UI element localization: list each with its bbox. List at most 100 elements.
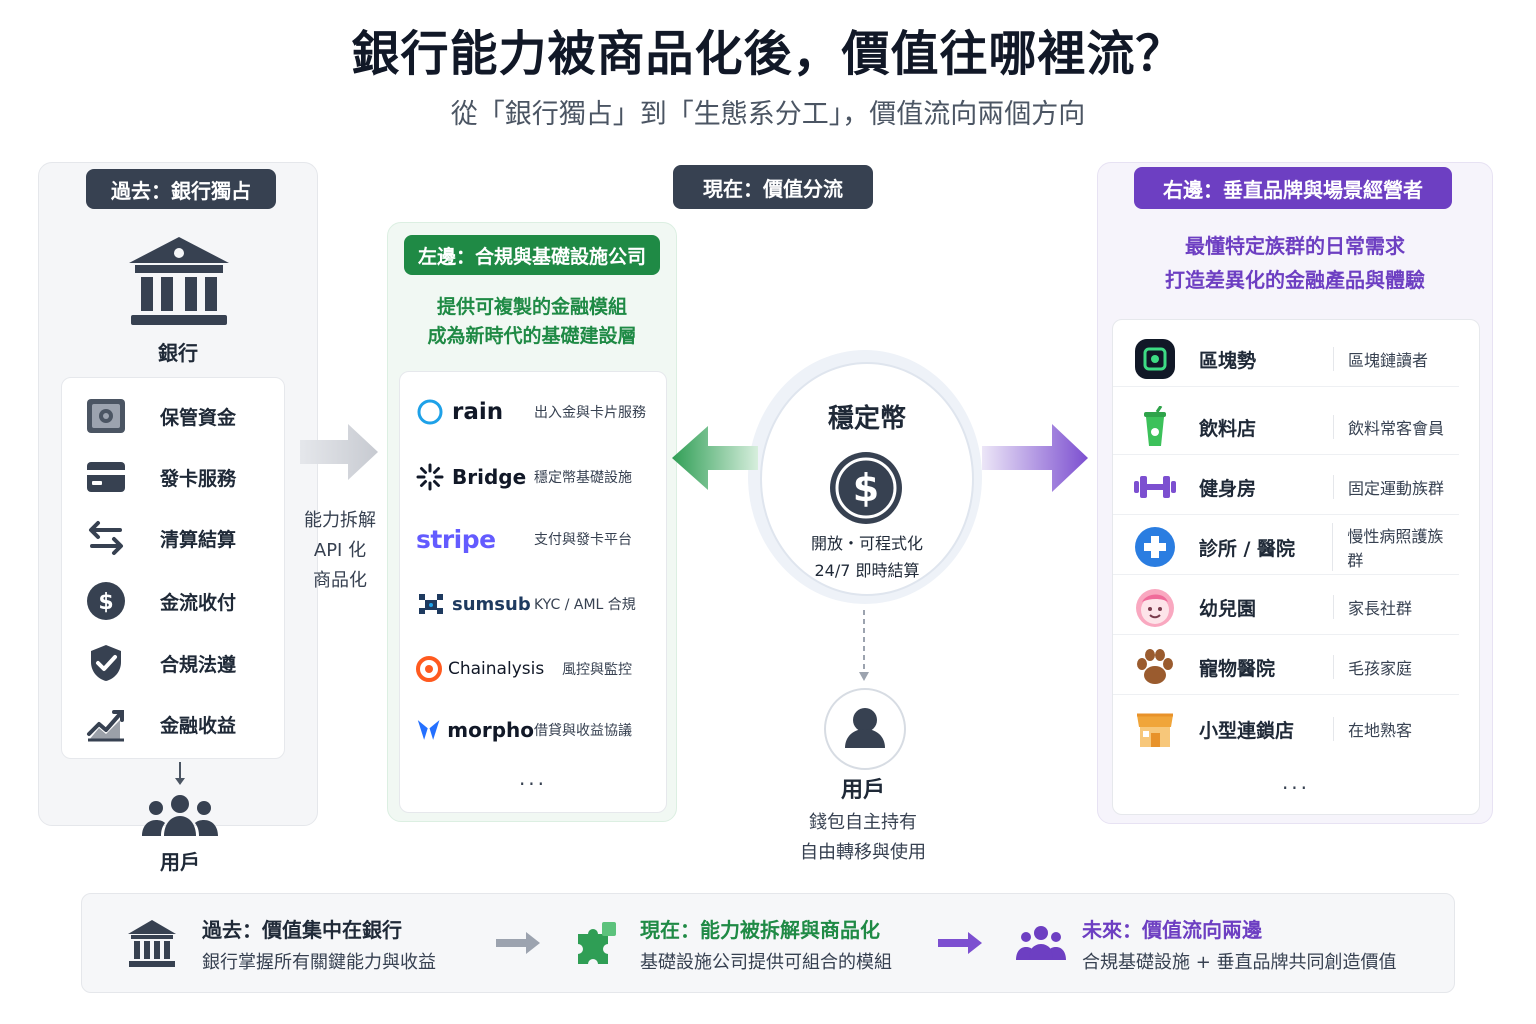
bank-capability-card: 保管資金 發卡服務 清算結算 $ 金流收付 合規法遵 xyxy=(61,377,285,759)
segment-audience: 慢性病照護族群 xyxy=(1332,523,1459,571)
card-icon xyxy=(84,457,128,497)
provider-name: sumsub xyxy=(452,593,531,615)
wallet-line: 錢包自主持有 xyxy=(809,812,917,833)
user-icon xyxy=(845,708,885,748)
provider-row: stripe 支付與發卡平台 xyxy=(400,519,666,559)
past-summary-sub: 銀行掌握所有關鍵能力與收益 xyxy=(202,952,436,973)
infra-desc-line: 提供可複製的金融模組 xyxy=(436,296,627,318)
green-left-arrow-icon xyxy=(672,426,758,490)
provider-desc: 借貸與收益協議 xyxy=(534,723,632,739)
users-group-icon xyxy=(140,794,220,838)
feature-line: 24/7 即時結算 xyxy=(814,561,920,580)
segment-name: 區塊勢 xyxy=(1199,349,1257,372)
provider-name: morpho xyxy=(447,718,534,742)
segment-name: 幼兒園 xyxy=(1199,597,1257,620)
segment-name: 小型連鎖店 xyxy=(1199,719,1295,742)
transition-line: 能力拆解 xyxy=(304,510,376,531)
provider-desc: 支付與發卡平台 xyxy=(534,532,632,548)
svg-text:$: $ xyxy=(853,466,879,510)
segment-row: 寵物醫院 毛孩家庭 xyxy=(1113,640,1459,695)
gray-right-arrow-icon xyxy=(300,424,380,480)
provider-desc: 穩定幣基礎設施 xyxy=(534,470,632,486)
paw-icon xyxy=(1133,645,1177,689)
store-icon xyxy=(1133,707,1177,751)
provider-name: stripe xyxy=(416,524,496,554)
sumsub-mark-icon xyxy=(419,594,443,614)
rain-ring-icon xyxy=(417,399,443,425)
more-segments: ... xyxy=(1281,770,1311,794)
provider-row: rain 出入金與卡片服務 xyxy=(400,392,666,432)
transition-label: 能力拆解 API 化 商品化 xyxy=(292,506,388,596)
people-group-icon xyxy=(1016,924,1068,964)
segment-row: 區塊勢 區塊鏈讀者 xyxy=(1113,332,1459,387)
down-arrow-icon xyxy=(172,762,188,788)
chainalysis-mark-icon xyxy=(416,656,442,682)
infra-desc-line: 成為新時代的基礎建設層 xyxy=(427,325,637,347)
segment-name: 飲料店 xyxy=(1199,417,1257,440)
dollar-coin-icon: $ xyxy=(828,450,904,526)
feature-line: 開放・可程式化 xyxy=(810,534,923,553)
provider-row: morpho 借貸與收益協議 xyxy=(400,710,666,750)
segment-audience: 毛孩家庭 xyxy=(1333,655,1412,679)
transition-line: API 化 xyxy=(313,540,367,561)
vertical-tag: 右邊：垂直品牌與場景經營者 xyxy=(1134,167,1452,209)
center-user-label: 用戶 xyxy=(840,778,885,803)
segment-row: 診所 / 醫院 慢性病照護族群 xyxy=(1113,520,1459,575)
segment-audience: 家長社群 xyxy=(1333,595,1412,619)
provider-name: rain xyxy=(452,399,504,425)
dashed-down-arrow-icon xyxy=(857,610,871,684)
stripe-logo: stripe xyxy=(416,525,534,554)
wallet-desc: 錢包自主持有 自由轉移與使用 xyxy=(743,808,983,868)
purple-right-arrow-icon xyxy=(982,424,1088,492)
provider-name: Bridge xyxy=(452,465,527,489)
now-summary-title: 現在：能力被拆解與商品化 xyxy=(640,918,880,942)
infra-tag: 左邊：合規與基礎設施公司 xyxy=(404,235,660,275)
stablecoin-label: 穩定幣 xyxy=(827,404,906,434)
capability-item: 金融收益 xyxy=(62,704,284,744)
past-panel: 過去：銀行獨占 銀行 保管資金 發卡服務 xyxy=(38,162,318,826)
morpho-butterfly-icon xyxy=(417,720,440,740)
vertical-desc-line: 打造差異化的金融產品與體驗 xyxy=(1165,268,1425,292)
puzzle-icon xyxy=(576,920,624,970)
infra-desc: 提供可複製的金融模組 成為新時代的基礎建設層 xyxy=(388,293,676,351)
bank-small-icon xyxy=(126,918,182,970)
medical-cross-icon xyxy=(1133,525,1177,569)
infra-panel: 左邊：合規與基礎設施公司 提供可複製的金融模組 成為新時代的基礎建設層 rain… xyxy=(387,222,677,822)
dollar-icon: $ xyxy=(84,581,128,621)
stablecoin-features: 開放・可程式化 24/7 即時結算 xyxy=(762,530,972,584)
svg-text:$: $ xyxy=(98,590,113,615)
child-face-icon xyxy=(1133,585,1177,629)
rain-logo: rain xyxy=(416,398,534,426)
bank-icon xyxy=(125,233,233,329)
provider-card: rain 出入金與卡片服務 Bridge 穩定幣基礎設施 stripe 支付與發… xyxy=(399,371,667,813)
segment-audience: 固定運動族群 xyxy=(1333,475,1444,499)
segment-audience: 區塊鏈讀者 xyxy=(1333,347,1428,371)
page-subtitle: 從「銀行獨占」到「生態系分工」，價值流向兩個方向 xyxy=(450,99,1086,130)
provider-desc: KYC / AML 合規 xyxy=(534,597,636,613)
transition-line: 商品化 xyxy=(313,570,367,591)
gray-arrow-icon xyxy=(496,932,542,954)
purple-arrow-icon xyxy=(938,932,984,954)
capability-item: 保管資金 xyxy=(62,396,284,436)
provider-row: sumsub KYC / AML 合規 xyxy=(400,584,666,624)
dumbbell-icon xyxy=(1133,465,1177,509)
wallet-line: 自由轉移與使用 xyxy=(800,842,926,863)
segment-name: 健身房 xyxy=(1199,477,1257,500)
drink-cup-icon xyxy=(1133,405,1177,449)
capability-label: 金融收益 xyxy=(160,714,237,737)
stablecoin-circle: 穩定幣 $ 開放・可程式化 24/7 即時結算 xyxy=(760,362,974,596)
provider-name: Chainalysis xyxy=(448,659,545,679)
provider-row: Chainalysis 風控與監控 xyxy=(400,649,666,689)
provider-row: Bridge 穩定幣基礎設施 xyxy=(400,457,666,497)
now-tag: 現在：價值分流 xyxy=(673,165,873,209)
segment-row: 幼兒園 家長社群 xyxy=(1113,580,1459,635)
provider-desc: 風控與監控 xyxy=(562,662,632,678)
shield-check-icon xyxy=(84,643,128,683)
chainalysis-logo: Chainalysis xyxy=(416,656,562,682)
vertical-desc: 最懂特定族群的日常需求 打造差異化的金融產品與體驗 xyxy=(1098,229,1492,297)
past-summary-title: 過去：價值集中在銀行 xyxy=(202,918,402,942)
segment-audience: 在地熟客 xyxy=(1333,717,1412,741)
segment-name: 診所 / 醫院 xyxy=(1198,537,1296,560)
bank-label: 銀行 xyxy=(158,341,198,365)
capability-label: 保管資金 xyxy=(160,406,237,429)
